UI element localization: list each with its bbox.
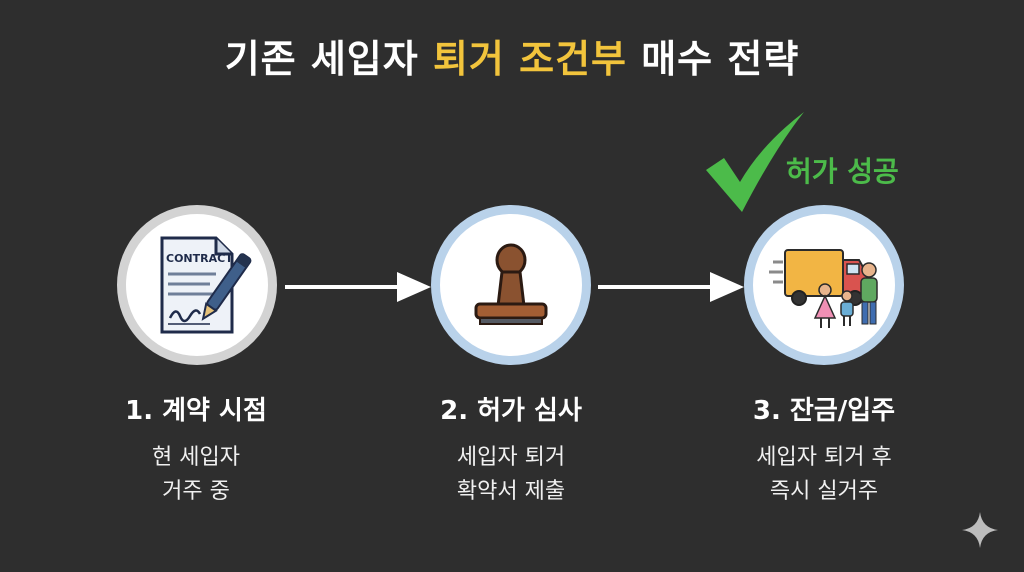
title-part2: 매수 전략 — [627, 37, 799, 81]
step-2: 2. 허가 심사 세입자 퇴거 확약서 제출 — [381, 390, 641, 509]
step-2-desc-line2: 확약서 제출 — [381, 475, 641, 509]
stamp-icon — [440, 214, 582, 356]
step-2-desc: 세입자 퇴거 확약서 제출 — [381, 441, 641, 509]
step-3-desc: 세입자 퇴거 후 즉시 실거주 — [694, 441, 954, 509]
step-3-desc-line2: 즉시 실거주 — [694, 475, 954, 509]
step-3-desc-line1: 세입자 퇴거 후 — [694, 441, 954, 475]
step-1: 1. 계약 시점 현 세입자 거주 중 — [66, 390, 326, 509]
sparkle-icon — [962, 512, 998, 548]
step2-circle — [431, 205, 591, 365]
step-1-desc: 현 세입자 거주 중 — [66, 441, 326, 509]
step-1-desc-line1: 현 세입자 — [66, 441, 326, 475]
contract-icon-text: CONTRACT — [166, 252, 233, 265]
step-1-desc-line2: 거주 중 — [66, 475, 326, 509]
step3-circle — [744, 205, 904, 365]
step-3-label: 3. 잔금/입주 — [694, 390, 954, 427]
moving-family-icon — [753, 214, 895, 356]
arrow-right-icon — [598, 270, 748, 304]
title-part1: 기존 세입자 — [225, 37, 433, 81]
page-title: 기존 세입자 퇴거 조건부 매수 전략 — [0, 28, 1024, 83]
arrow-right-icon — [285, 270, 435, 304]
step-2-desc-line1: 세입자 퇴거 — [381, 441, 641, 475]
step-1-label: 1. 계약 시점 — [66, 390, 326, 427]
step1-circle: CONTRACT — [117, 205, 277, 365]
step-3: 3. 잔금/입주 세입자 퇴거 후 즉시 실거주 — [694, 390, 954, 509]
success-label: 허가 성공 — [786, 150, 899, 190]
step-2-label: 2. 허가 심사 — [381, 390, 641, 427]
title-highlight: 퇴거 조건부 — [433, 37, 627, 81]
contract-icon: CONTRACT — [126, 214, 268, 356]
